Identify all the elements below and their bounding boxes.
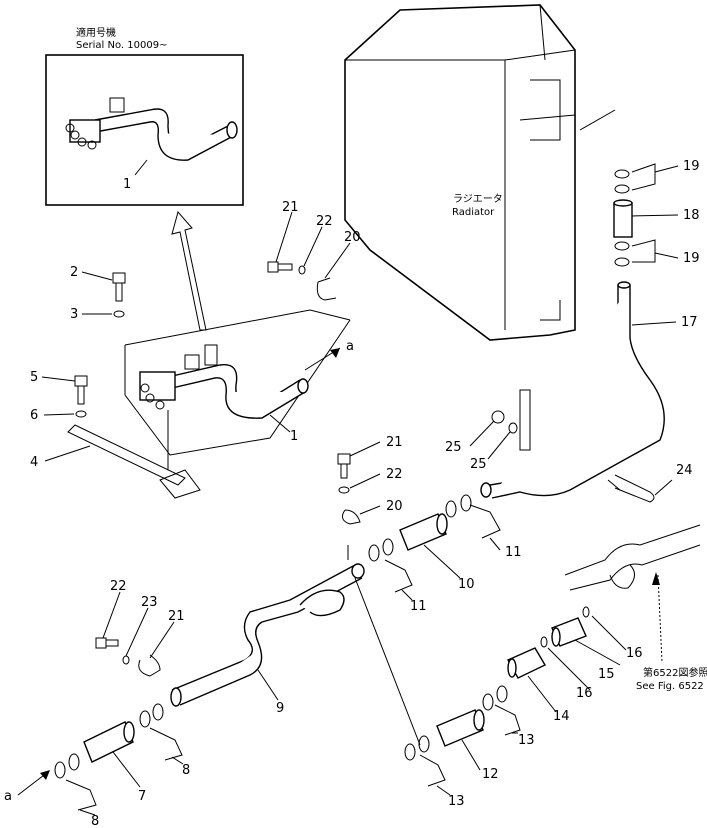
callout-3: 3 [70, 307, 78, 322]
callout-20-middle: 20 [386, 499, 403, 514]
callout-24: 25 [445, 440, 462, 455]
pipe-9 [170, 545, 421, 746]
fitting-14 [507, 647, 546, 679]
callout-6: 6 [30, 408, 38, 423]
hose-10 [399, 513, 448, 551]
callout-19-upper: 19 [683, 159, 700, 174]
callout-19-lower: 19 [683, 251, 700, 266]
callout-18: 18 [683, 208, 700, 223]
callout-10: 10 [458, 577, 475, 592]
callout-22-middle: 22 [386, 467, 403, 482]
bolt-2 [112, 272, 126, 302]
bolt-21-middle [337, 453, 351, 479]
clamp-20-lower [138, 654, 161, 677]
callout-4: 4 [30, 455, 38, 470]
callout-11-right: 11 [505, 545, 522, 560]
hose-18 [613, 199, 633, 238]
callout-1: 1 [290, 429, 298, 444]
callout-16-lower: 16 [576, 686, 593, 701]
clamps-11-right [445, 494, 501, 539]
oring-16-upper [582, 606, 590, 618]
clamp-20-upper [316, 277, 337, 301]
callout-21-upper: 21 [282, 200, 299, 215]
bolt-5 [74, 375, 88, 405]
callout-22-upper: 22 [316, 214, 333, 229]
radiator: ラジエータ Radiator [344, 4, 616, 341]
engine-pipe-ref: 第6522図参照 See Fig. 6522 [564, 524, 707, 692]
washer-22-upper [298, 265, 306, 275]
washer-22-middle [338, 486, 350, 494]
callout-25: 25 [470, 457, 487, 472]
callout-numbers: 2 3 4 5 6 1 21 22 20 19 18 19 17 24 25 2… [30, 159, 700, 828]
callout-15: 15 [598, 667, 615, 682]
washer-6 [75, 410, 87, 418]
fitting-15 [551, 617, 587, 647]
inset-pointer-arrow [171, 210, 207, 331]
clamps-11-left [368, 538, 413, 593]
band-4 [67, 424, 201, 499]
callout-5: 5 [30, 370, 38, 385]
clamp-20-middle [341, 509, 361, 525]
clamp-19-upper [614, 169, 630, 194]
inset-serial: Serial No. 10009~ [76, 40, 167, 51]
washer-22-lower [122, 655, 130, 665]
pipe-17 [480, 281, 665, 499]
leader-lines [41, 165, 679, 816]
ref-label-jp: 第6522図参照 [643, 666, 707, 679]
ref-label-en: See Fig. 6522 [636, 681, 704, 692]
washer-3 [113, 310, 125, 318]
arrow-a-left: a [4, 789, 12, 804]
callout-16-upper: 16 [626, 646, 643, 661]
clamps-8-upper [139, 703, 183, 761]
callout-12: 12 [482, 767, 499, 782]
arrow-a-right: a [346, 339, 354, 354]
inset-box: 適用号機 Serial No. 10009~ 1 [45, 26, 244, 206]
callout-17: 17 [681, 315, 698, 330]
bolt-21-lower [95, 637, 119, 649]
clip-23 [614, 474, 655, 503]
clamps-13-left [404, 735, 446, 787]
callout-8-upper: 8 [182, 763, 190, 778]
inset-callout-1: 1 [123, 177, 131, 192]
callout-20-upper: 20 [344, 230, 361, 245]
callout-23: 24 [676, 463, 693, 478]
callout-9: 9 [276, 701, 284, 716]
clamps-13-right [482, 685, 521, 736]
callout-20-lower: 21 [168, 609, 185, 624]
inset-title-jp: 適用号機 [76, 26, 116, 39]
callout-13-right: 13 [518, 733, 535, 748]
callout-13-left: 13 [448, 794, 465, 809]
callout-7: 7 [138, 789, 146, 804]
pipe-assembly-1: a [124, 309, 354, 470]
callout-21-middle: 21 [386, 435, 403, 450]
hose-12 [436, 709, 485, 747]
nut-24 [491, 410, 505, 424]
callout-2: 2 [70, 265, 78, 280]
clamps-8-lower [54, 753, 97, 811]
callout-8-lower: 8 [91, 814, 99, 828]
hose-7 [83, 721, 135, 763]
radiator-label-jp: ラジエータ [453, 193, 503, 205]
callout-21-lower: 22 [110, 579, 127, 594]
callout-22-lower: 23 [141, 595, 158, 610]
oring-16-lower [540, 636, 548, 648]
callout-14: 14 [553, 709, 570, 724]
callout-11-left: 11 [410, 599, 427, 614]
clamp-19-lower [614, 241, 630, 267]
bolt-21-upper [267, 261, 293, 273]
radiator-label-en: Radiator [452, 207, 495, 218]
washer-25 [508, 422, 518, 434]
